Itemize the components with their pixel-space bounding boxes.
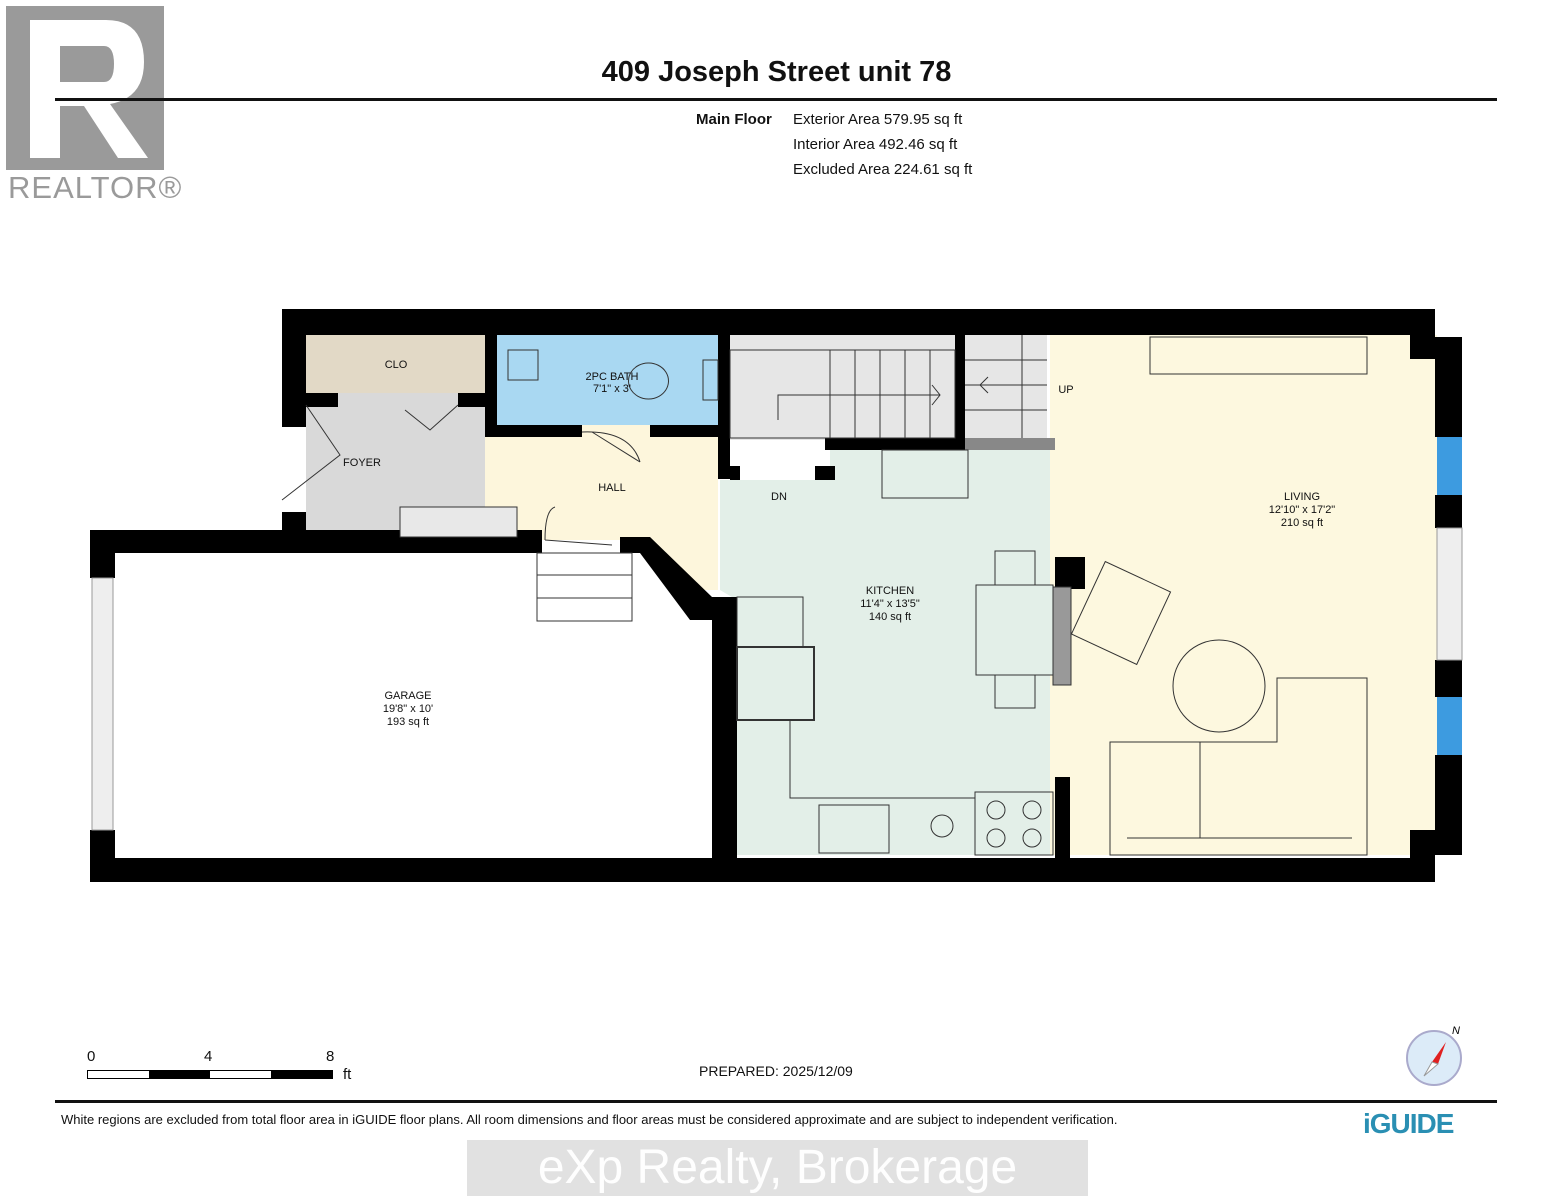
iguide-logo: iGUIDE — [1363, 1108, 1454, 1139]
hall-fill — [485, 425, 718, 590]
page-title: 409 Joseph Street unit 78 — [601, 56, 952, 88]
scale-bar — [87, 1070, 333, 1079]
stairs-up-label: UP — [1058, 384, 1073, 396]
room-area-kitchen: 140 sq ft — [869, 611, 911, 623]
fixtures — [281, 336, 1368, 856]
title-divider — [55, 98, 1497, 101]
stairs-down-fill — [730, 335, 955, 440]
excluded-area: Excluded Area 224.61 sq ft — [793, 161, 973, 178]
watermark: eXp Realty, Brokerage — [467, 1140, 1088, 1196]
closet-fill — [306, 335, 485, 393]
room-dims-kitchen: 11'4" x 13'5" — [860, 598, 920, 610]
floor-plan: CLO FOYER 2PC BATH 7'1" x 3' HALL KITCHE… — [90, 309, 1463, 882]
stairs — [536, 335, 1047, 622]
room-label-hall: HALL — [598, 482, 626, 494]
scale-tick: 4 — [204, 1048, 213, 1065]
garage-door — [91, 577, 114, 831]
floor-name: Main Floor — [696, 111, 772, 128]
room-dims-living: 12'10" x 17'2" — [1269, 504, 1336, 516]
living-fill — [1050, 335, 1437, 855]
window — [1436, 527, 1463, 661]
room-area-garage: 193 sq ft — [387, 716, 429, 728]
disclaimer: White regions are excluded from total fl… — [61, 1112, 1118, 1127]
room-label-bath: 2PC BATH — [586, 371, 639, 383]
room-dims-bath: 7'1" x 3' — [593, 383, 631, 395]
room-label-garage: GARAGE — [384, 690, 431, 702]
room-label-closet: CLO — [385, 359, 408, 371]
realtor-logo — [6, 6, 166, 176]
scale-unit: ft — [343, 1066, 352, 1083]
room-label-foyer: FOYER — [343, 457, 381, 469]
scale-tick: 8 — [326, 1048, 335, 1065]
exterior-area: Exterior Area 579.95 sq ft — [793, 111, 963, 128]
room-dims-garage: 19'8" x 10' — [383, 703, 433, 715]
stairs-up-fill — [965, 335, 1047, 440]
window — [1437, 697, 1462, 755]
interior-area: Interior Area 492.46 sq ft — [793, 136, 958, 153]
room-label-kitchen: KITCHEN — [866, 585, 914, 597]
footer-divider — [55, 1100, 1497, 1103]
compass-label: N — [1452, 1025, 1460, 1037]
room-label-living: LIVING — [1284, 491, 1320, 503]
stairs-down-label: DN — [771, 491, 787, 503]
compass-icon: N — [1402, 1022, 1466, 1093]
walls — [90, 309, 1462, 882]
window — [1437, 437, 1462, 495]
realtor-wordmark: REALTOR® — [8, 170, 183, 205]
prepared-date: PREPARED: 2025/12/09 — [699, 1063, 853, 1079]
kitchen-fill — [720, 450, 1062, 855]
room-area-living: 210 sq ft — [1281, 517, 1323, 529]
scale-tick: 0 — [87, 1048, 96, 1065]
